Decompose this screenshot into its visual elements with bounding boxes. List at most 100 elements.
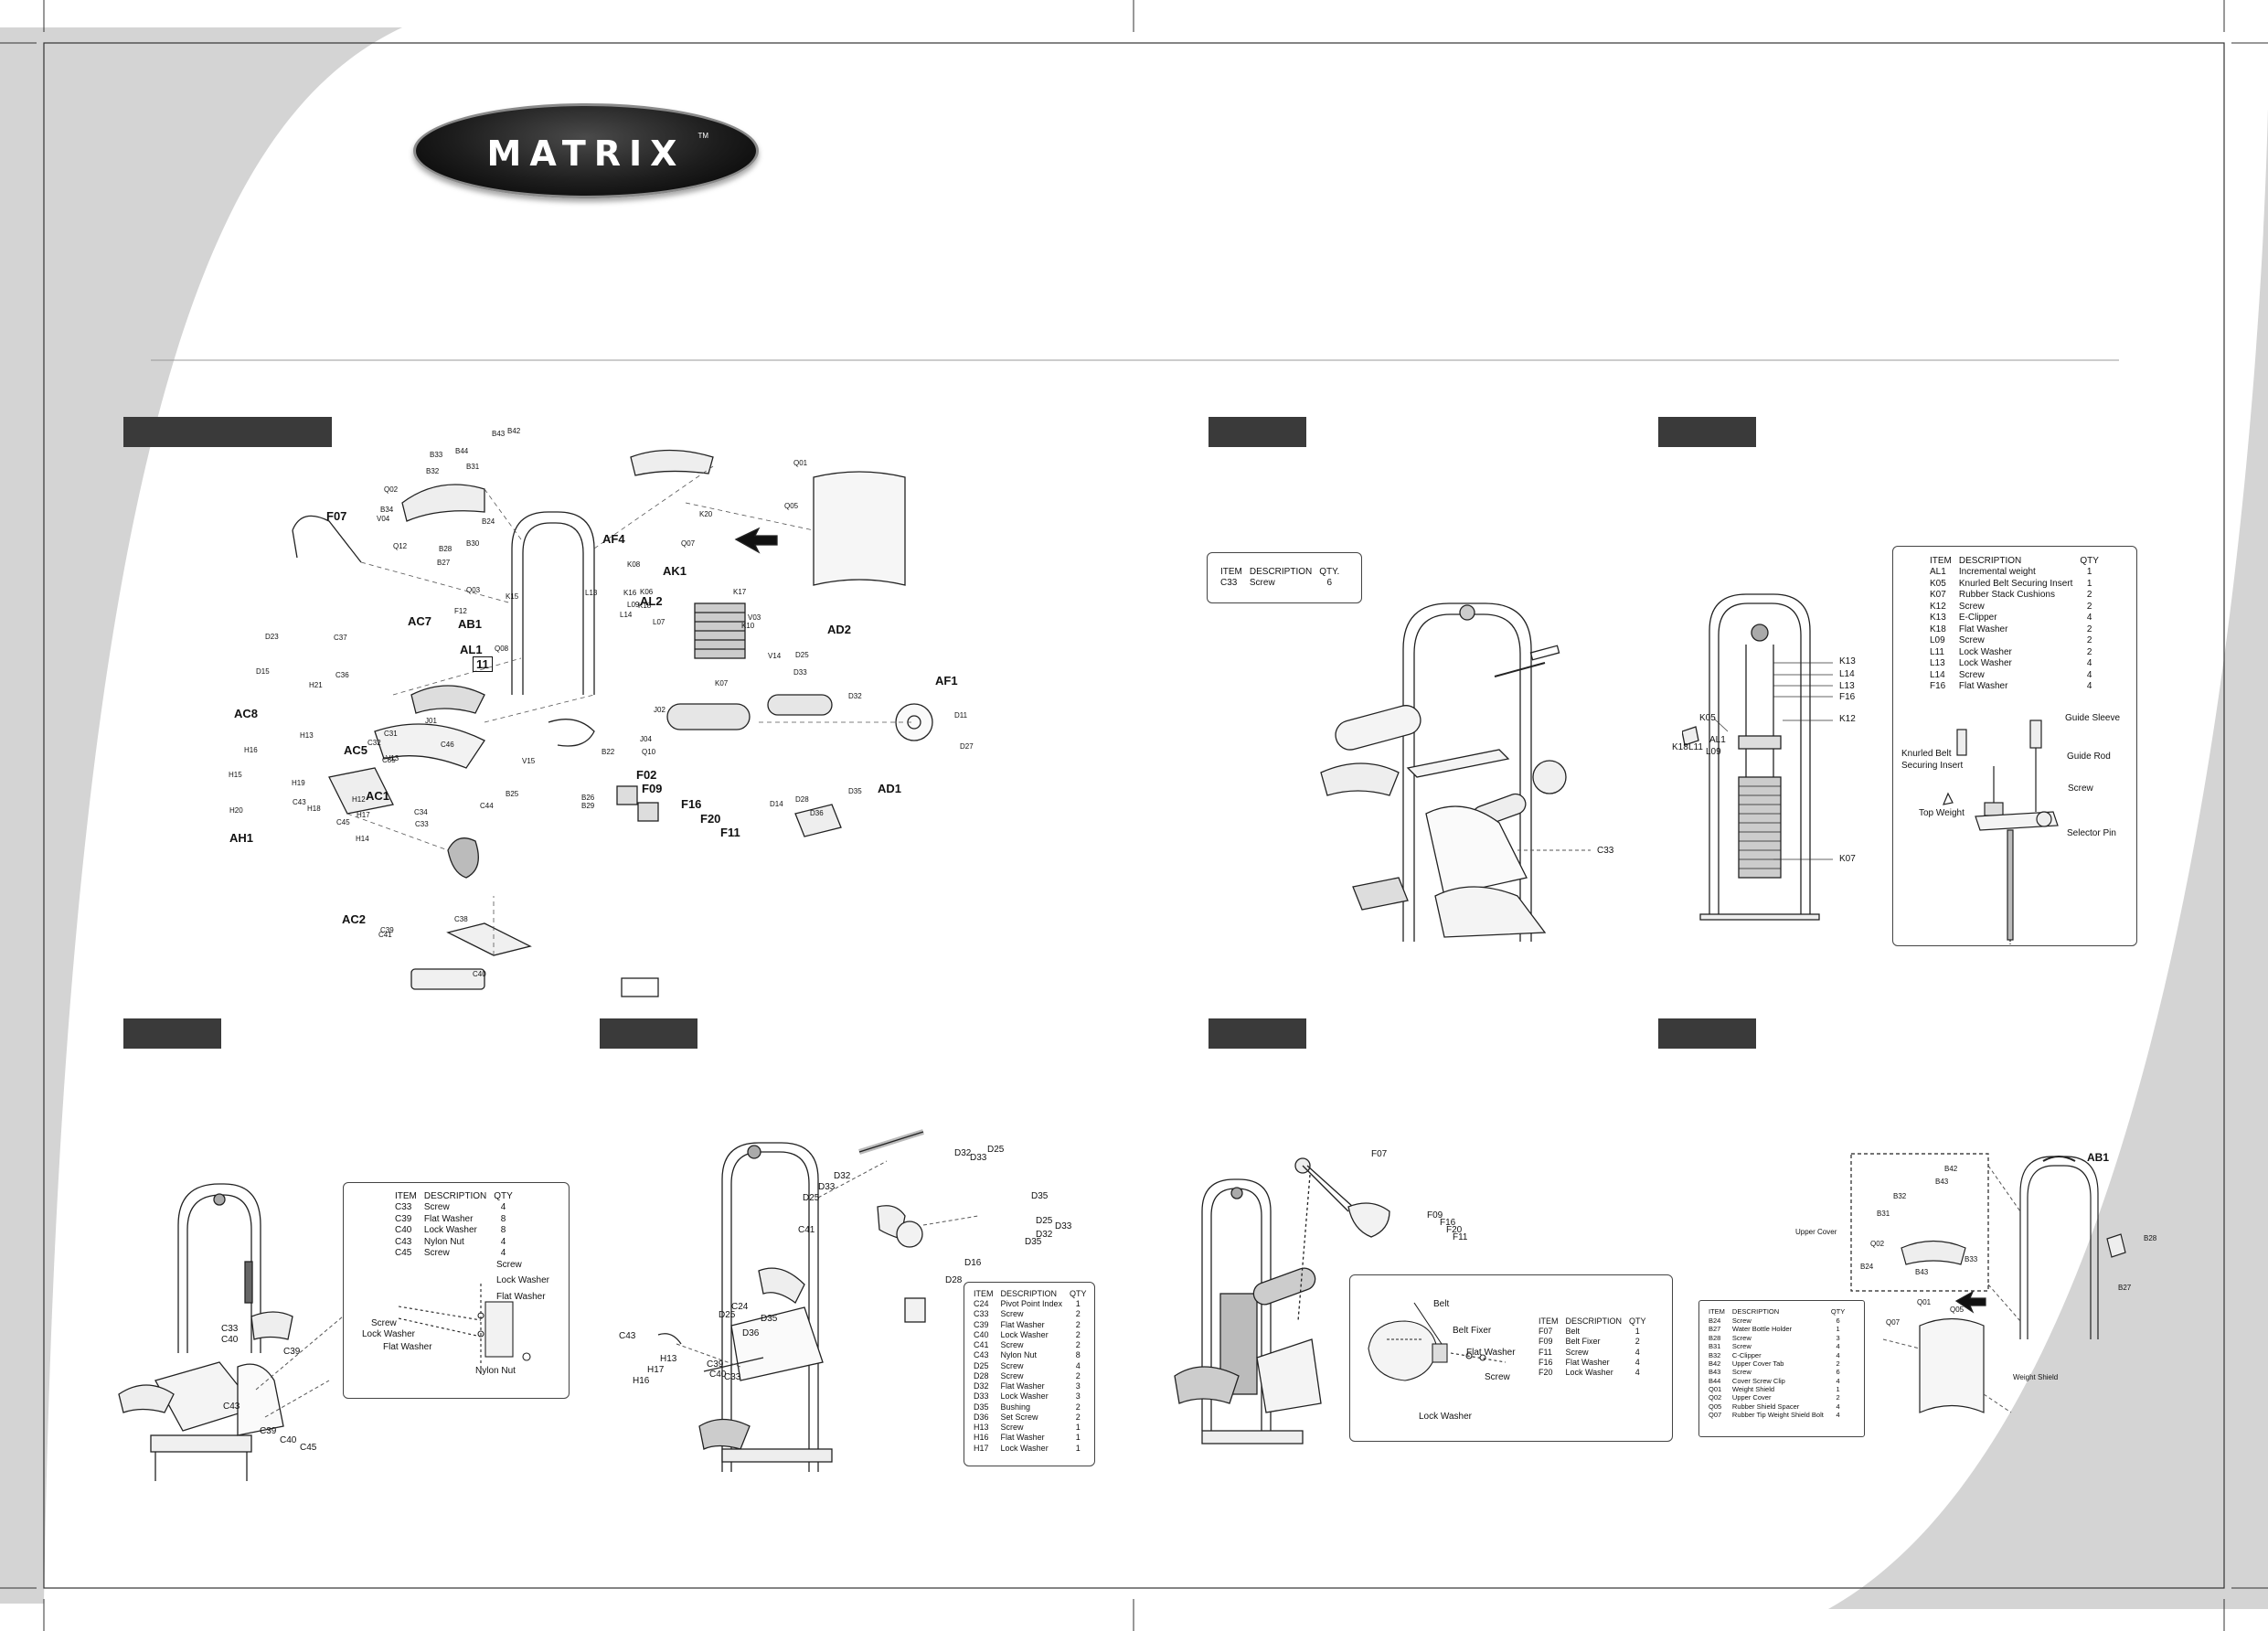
step6-callout-Q07: Q07 xyxy=(1886,1318,1901,1327)
overview-part-label: L13 xyxy=(585,589,598,597)
step4-callout-C33: C33 xyxy=(724,1372,741,1382)
overview-part-label: K15 xyxy=(506,592,519,601)
label-AK1: AK1 xyxy=(663,564,687,578)
overview-part-label: J04 xyxy=(640,735,652,743)
col-description: DESCRIPTION xyxy=(1731,1307,1780,1316)
cell-qty: 2 xyxy=(2086,601,2092,612)
step3-callout-screw: Screw xyxy=(496,1260,522,1270)
overview-part-label: B44 xyxy=(455,447,469,455)
overview-part-label: D36 xyxy=(810,809,824,817)
cell-qty: 8 xyxy=(500,1213,506,1224)
cell-item: B28 xyxy=(1709,1333,1721,1342)
cell-description: Screw xyxy=(1565,1347,1589,1357)
cell-qty: 4 xyxy=(1634,1357,1640,1367)
cell-qty: 4 xyxy=(2086,669,2092,680)
label-AH1: AH1 xyxy=(229,831,254,845)
cell-description: Flat Washer xyxy=(423,1213,474,1224)
cell-qty: 4 xyxy=(1836,1342,1840,1351)
page-frame xyxy=(43,42,2225,1589)
overview-part-label: B42 xyxy=(507,427,521,435)
overview-part-label: B32 xyxy=(426,467,440,475)
label-AC5: AC5 xyxy=(344,743,368,757)
col-qty: QTY xyxy=(494,1191,513,1201)
overview-part-label: K17 xyxy=(733,588,747,596)
step2-callout-screw: Screw xyxy=(2068,784,2093,794)
overview-part-label: C39 xyxy=(380,926,394,934)
cell-description: Flat Washer xyxy=(1958,681,2008,691)
step6-callout-B43b: B43 xyxy=(1915,1268,1929,1276)
col-qty: QTY xyxy=(1629,1317,1646,1326)
cell-qty: 2 xyxy=(1634,1337,1640,1347)
cell-description: Upper Cover Tab xyxy=(1731,1359,1784,1368)
cell-item: C39 xyxy=(974,1319,989,1329)
overview-part-label: C34 xyxy=(414,808,428,816)
overview-part-label: B34 xyxy=(380,506,394,514)
cell-description: Rubber Stack Cushions xyxy=(1958,590,2055,600)
cell-qty: 4 xyxy=(2086,681,2092,691)
table-header: ITEM DESCRIPTION QTY xyxy=(391,1190,516,1202)
cell-description: Weight Shield xyxy=(1731,1385,1775,1393)
cell-qty: 1 xyxy=(2086,578,2092,589)
step3-callout-C43: C43 xyxy=(223,1402,240,1412)
step4-callout-D35: D35 xyxy=(1031,1191,1049,1201)
overview-part-label: C33 xyxy=(415,820,429,828)
cell-item: F20 xyxy=(1539,1368,1553,1377)
overview-part-label: Q02 xyxy=(384,485,399,494)
cell-qty: 2 xyxy=(1075,1329,1081,1339)
overview-part-label: D25 xyxy=(795,651,809,659)
overview-part-label: C40 xyxy=(473,970,486,978)
overview-part-label: L07 xyxy=(653,618,665,626)
cell-item: K12 xyxy=(1930,601,1946,612)
step2-callout-K12: K12 xyxy=(1839,714,1856,724)
cell-qty: 4 xyxy=(1634,1347,1640,1357)
cell-description: Incremental weight xyxy=(1958,567,2036,577)
cell-item: L14 xyxy=(1930,669,1945,680)
step6-callout-AB1: AB1 xyxy=(2087,1151,2110,1164)
step2-callout-L09: L09 xyxy=(1706,747,1721,757)
overview-part-label: Q07 xyxy=(681,539,696,548)
step4-callout-D32c: D32 xyxy=(1036,1230,1053,1240)
col-qty: QTY xyxy=(2080,556,2099,566)
cell-item: D25 xyxy=(974,1360,989,1370)
overview-part-label: C35 xyxy=(382,756,396,764)
cell-qty: 2 xyxy=(2086,646,2092,657)
cell-item: K18 xyxy=(1930,624,1946,634)
col-description: DESCRIPTION xyxy=(1565,1317,1623,1326)
step5-callout-F09: F09 xyxy=(1427,1210,1443,1221)
cell-item: D36 xyxy=(974,1412,989,1422)
label-F16: F16 xyxy=(681,797,702,811)
label-11-box: 11 xyxy=(473,656,493,672)
label-F20: F20 xyxy=(700,812,721,826)
step4-callout-D28: D28 xyxy=(945,1275,963,1285)
logo-text: MATRIX xyxy=(486,133,686,174)
cell-description: Lock Washer xyxy=(1958,658,2012,668)
step4-callout-D35b: D35 xyxy=(1025,1237,1042,1247)
step5-callout-F16: F16 xyxy=(1440,1218,1456,1228)
cell-item: B31 xyxy=(1709,1342,1721,1351)
step3-callout-C40: C40 xyxy=(221,1335,239,1345)
label-AC7: AC7 xyxy=(408,614,432,628)
overview-part-label: C46 xyxy=(441,741,454,749)
cell-description: Nylon Nut xyxy=(1000,1350,1038,1360)
overview-part-label: H19 xyxy=(292,779,305,787)
cell-description: Lock Washer xyxy=(1000,1391,1049,1402)
step5-diagram xyxy=(1174,1157,1390,1444)
overview-part-label: B27 xyxy=(437,559,451,567)
step5-callout-F20: F20 xyxy=(1446,1225,1463,1235)
cell-qty: 2 xyxy=(2086,590,2092,600)
step4-callout-C40: C40 xyxy=(709,1370,727,1380)
overview-part-label: B43 xyxy=(492,430,506,438)
cell-description: Screw xyxy=(1731,1317,1752,1325)
cell-description: Screw xyxy=(1249,578,1275,588)
overview-part-label: D14 xyxy=(770,800,783,808)
label-AF4: AF4 xyxy=(602,532,625,546)
cell-description: Belt xyxy=(1565,1327,1581,1336)
step4-callout-D32: D32 xyxy=(834,1171,851,1181)
cell-item: D28 xyxy=(974,1370,989,1380)
cell-qty: 6 xyxy=(1326,578,1333,588)
